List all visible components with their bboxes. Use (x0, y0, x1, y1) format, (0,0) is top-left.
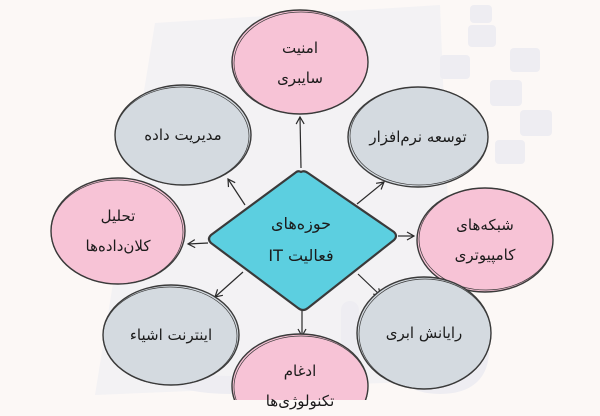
node-label-line: کلان‌داده‌ها (85, 237, 151, 255)
node-label-line: سایبری (277, 69, 323, 87)
node-label-line: کامپیوتری (454, 246, 516, 264)
center-label-line-1: حوزه‌های (270, 214, 332, 233)
node-cloud-computing: رایانش ابری (386, 318, 463, 348)
node-data-management: مدیریت داده (144, 120, 221, 150)
node-technology-integration-shape (231, 333, 369, 400)
node-internet-of-things-shape (102, 284, 240, 386)
arrow-to-internet-of-things (214, 271, 244, 298)
node-label-line: ادغام (283, 362, 317, 380)
node-cyber-security: امنیت سایبری (277, 33, 323, 93)
arrow-to-big-data-analysis (186, 239, 209, 249)
node-label-line: شبکه‌های (456, 216, 514, 234)
node-big-data-analysis-shape (50, 177, 186, 285)
node-software-development: توسعه نرم‌افزار (369, 122, 466, 152)
node-software-development-shape (347, 86, 489, 188)
node-big-data-analysis: تحلیل کلان‌داده‌ها (86, 201, 151, 261)
node-label-line: اینترنت اشیاء (129, 326, 213, 344)
node-technology-integration: ادغام تکنولوژی‌ها (266, 356, 335, 416)
node-label-line: تحلیل (100, 207, 136, 225)
node-computer-networks: شبکه‌های کامپیوتری (455, 210, 516, 270)
node-internet-of-things: اینترنت اشیاء (130, 320, 212, 350)
node-cloud-computing-shape (356, 276, 492, 390)
arrow-to-software-development (356, 181, 385, 205)
node-label-line: توسعه نرم‌افزار (369, 128, 467, 146)
diagram-graphics (50, 5, 554, 400)
node-label-line: رایانش ابری (385, 324, 463, 342)
mind-map-diagram: حوزه‌های فعالیت IT امنیت سایبری توسعه نر… (50, 5, 554, 410)
node-computer-networks-shape (416, 187, 554, 293)
center-label-line-2: فعالیت IT (268, 246, 334, 265)
center-label: حوزه‌های فعالیت IT (268, 208, 333, 272)
arrow-to-cyber-security (295, 115, 305, 169)
node-label-line: تکنولوژی‌ها (265, 392, 335, 410)
node-data-management-shape (114, 84, 252, 186)
node-label-line: امنیت (282, 39, 318, 57)
arrow-to-data-management (227, 177, 246, 206)
node-label-line: مدیریت داده (144, 126, 222, 144)
center-diamond-shape (207, 170, 398, 312)
node-cyber-security-shape (231, 9, 369, 115)
